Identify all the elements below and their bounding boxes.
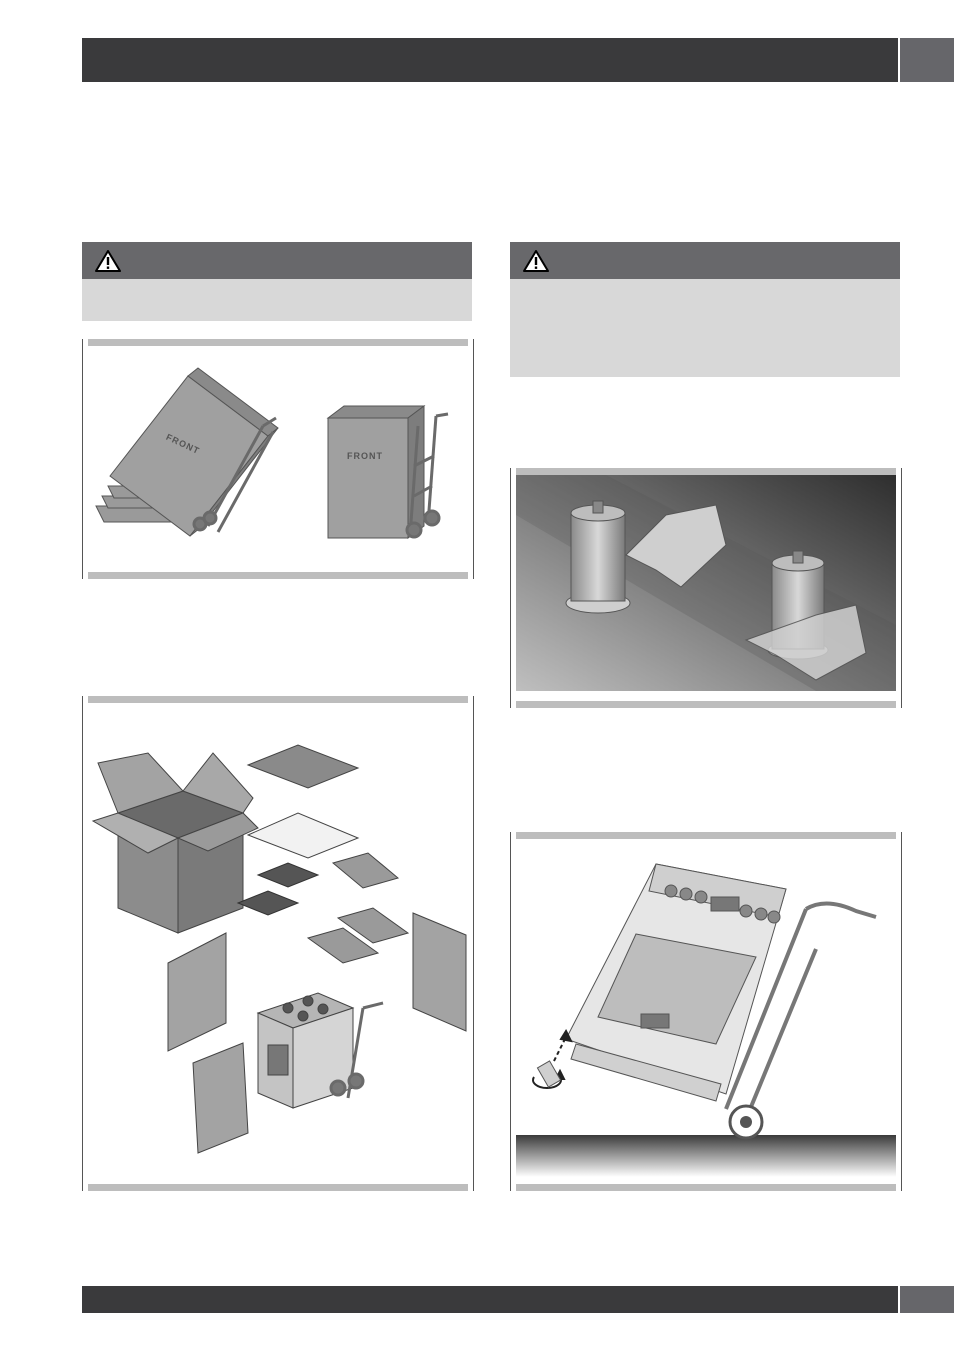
warning-body-right bbox=[510, 279, 900, 377]
leveling-leg-1 bbox=[565, 500, 727, 614]
figure-hand-truck: FRONT FRONT bbox=[82, 339, 474, 579]
page-header-tab bbox=[900, 38, 954, 82]
warning-header-right bbox=[510, 242, 900, 279]
upright-box bbox=[326, 405, 426, 539]
leveling-leg-part bbox=[536, 1060, 562, 1088]
side-rails bbox=[306, 852, 410, 964]
front-panel bbox=[192, 1042, 249, 1154]
warning-body-left bbox=[82, 279, 472, 321]
figure-strip-bottom bbox=[88, 1184, 468, 1191]
burner-grates bbox=[236, 862, 320, 916]
hand-truck-illustration bbox=[95, 367, 449, 539]
unpacking-illustration bbox=[91, 744, 467, 1154]
figure-strip-bottom bbox=[516, 1184, 896, 1191]
figure-strip-bottom bbox=[516, 701, 896, 708]
hand-truck-1 bbox=[192, 416, 277, 533]
front-label-upright: FRONT bbox=[347, 451, 383, 461]
hand-truck-2 bbox=[405, 412, 449, 539]
foam-sheet bbox=[246, 812, 360, 859]
open-carton bbox=[91, 752, 259, 934]
warning-triangle-icon bbox=[523, 249, 549, 272]
page-footer-bar bbox=[82, 1286, 898, 1313]
hand-truck-3 bbox=[329, 1001, 384, 1099]
warning-header-left bbox=[82, 242, 472, 279]
figure-strip-top bbox=[516, 832, 896, 839]
warning-triangle-icon bbox=[95, 249, 121, 272]
leveling-leg-2 bbox=[744, 550, 867, 681]
figure-strip-top bbox=[88, 339, 468, 346]
leveling-legs-illustration bbox=[516, 475, 896, 691]
page-header-bar bbox=[82, 38, 898, 82]
figure-unpacking bbox=[82, 696, 474, 1191]
top-panel bbox=[246, 744, 360, 789]
figure-strip-bottom bbox=[88, 572, 468, 579]
figure-install-legs bbox=[510, 832, 902, 1191]
tilted-box bbox=[109, 367, 279, 537]
figure-strip-top bbox=[88, 696, 468, 703]
hand-truck-4 bbox=[724, 901, 877, 1140]
figure-leveling-legs bbox=[510, 468, 902, 708]
ground bbox=[516, 1135, 896, 1177]
page-footer-tab bbox=[900, 1286, 954, 1313]
tilted-range bbox=[565, 863, 787, 1102]
right-side-panel bbox=[412, 912, 467, 1032]
left-side-panel bbox=[167, 932, 227, 1052]
figure-strip-top bbox=[516, 468, 896, 475]
install-legs-illustration bbox=[516, 863, 896, 1177]
